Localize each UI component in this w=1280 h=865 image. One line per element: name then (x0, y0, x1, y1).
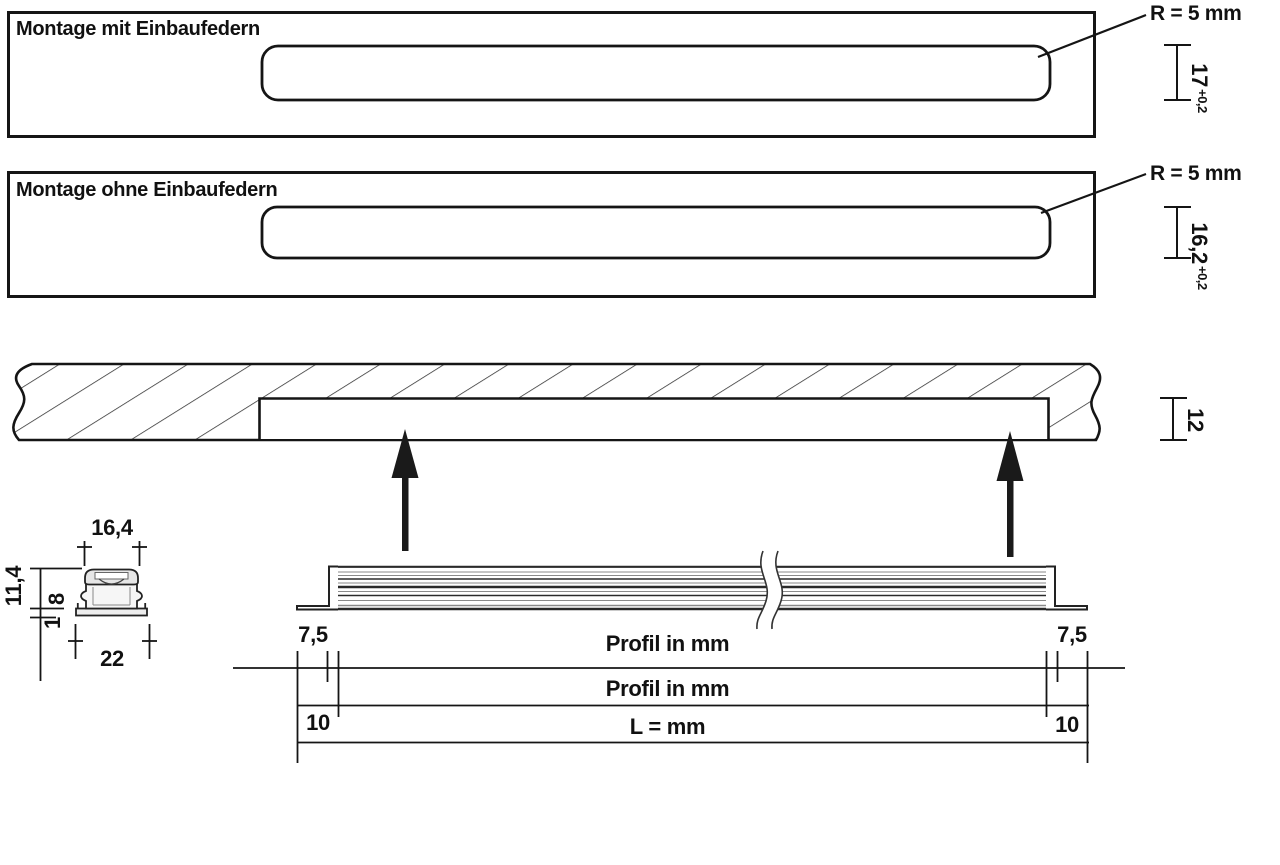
length-dimension-lines (233, 651, 1125, 763)
profile-side-view-drawing (296, 550, 1088, 630)
panel-2-title: Montage ohne Einbaufedern (16, 179, 278, 201)
panel-1-slot-height-dimension: 17+0,2 (1187, 63, 1212, 113)
profile-cross-section-drawing (30, 541, 157, 681)
end-offset-left-dimension: 7,5 (298, 622, 328, 647)
cross-section-flange-thickness-dimension: 1 (40, 617, 65, 629)
panel-ohne-einbaufedern-drawing (7, 171, 1191, 298)
cross-section-total-height-dimension: 11,4 (1, 565, 26, 607)
base-offset-right-dimension: 10 (1055, 712, 1079, 737)
end-offset-right-dimension: 7,5 (1057, 622, 1087, 647)
panel-mit-einbaufedern-drawing (7, 11, 1191, 138)
cross-section-total-width-dimension: 22 (100, 646, 124, 671)
length-row-2-label: Profil in mm (605, 676, 730, 701)
panel-1-title: Montage mit Einbaufedern (16, 18, 260, 40)
base-offset-left-dimension: 10 (306, 710, 330, 735)
length-row-3-label: L = mm (629, 714, 706, 739)
counter-section-drawing (12, 362, 1187, 442)
insertion-arrows (391, 429, 1024, 557)
panel-2-slot-height-dimension: 16,2+0,2 (1187, 222, 1212, 290)
panel-2-radius-label: R = 5 mm (1150, 162, 1242, 185)
groove-depth-dimension: 12 (1183, 408, 1208, 432)
length-row-1-label: Profil in mm (605, 631, 730, 656)
cross-section-body-height-dimension: 8 (44, 593, 69, 605)
panel-1-radius-label: R = 5 mm (1150, 2, 1242, 25)
cross-section-top-width-dimension: 16,4 (91, 515, 133, 540)
